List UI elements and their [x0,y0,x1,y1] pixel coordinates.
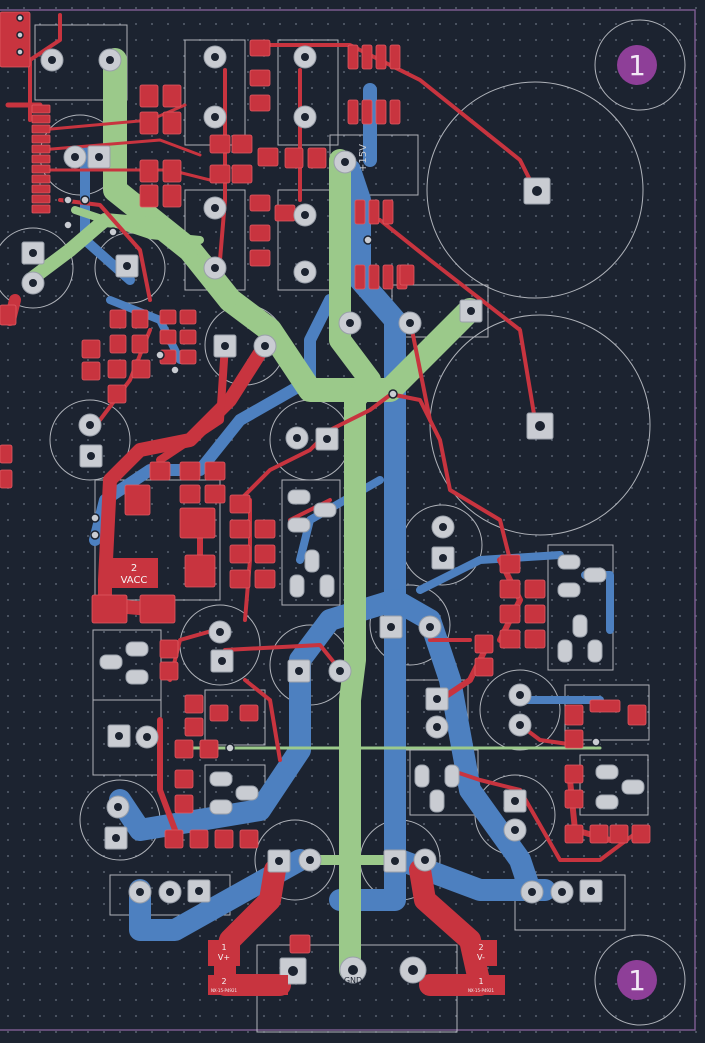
ground-net-trace [23,48,602,981]
smd-pads [0,11,651,954]
transistor-footprints [99,489,645,815]
mounting-hole-badge-bottom: 1 [617,960,657,1000]
vias [16,14,601,753]
vminus-pin-pad [425,975,505,995]
gnd-label: GND [344,976,362,985]
vplus-name: V+ [218,953,230,962]
rail-15v-label: +15V [358,144,369,172]
vplus-connector-pad [208,940,240,966]
vplus-number: 1 [221,943,226,952]
vminus-pin: 1 [478,977,483,986]
through-hole-pads [21,45,603,985]
badge-bottom-label: 1 [628,964,646,997]
vminus-name: V- [477,953,485,962]
vplus-pin: 2 [221,977,226,986]
badge-top-label: 1 [628,49,646,82]
vplus-pin-pad [208,975,288,995]
vplus-part: NX-15-P4921 [211,988,238,993]
vminus-part: NX-15-P4921 [468,988,495,993]
vacc-label-box [110,558,158,588]
vacc-number: 2 [131,563,137,574]
vminus-connector-pad [465,940,497,966]
mounting-hole-badge-top: 1 [617,45,657,85]
vminus-number: 2 [478,943,483,952]
vacc-name: VACC [121,575,148,586]
board-edge-outline [0,9,696,1031]
